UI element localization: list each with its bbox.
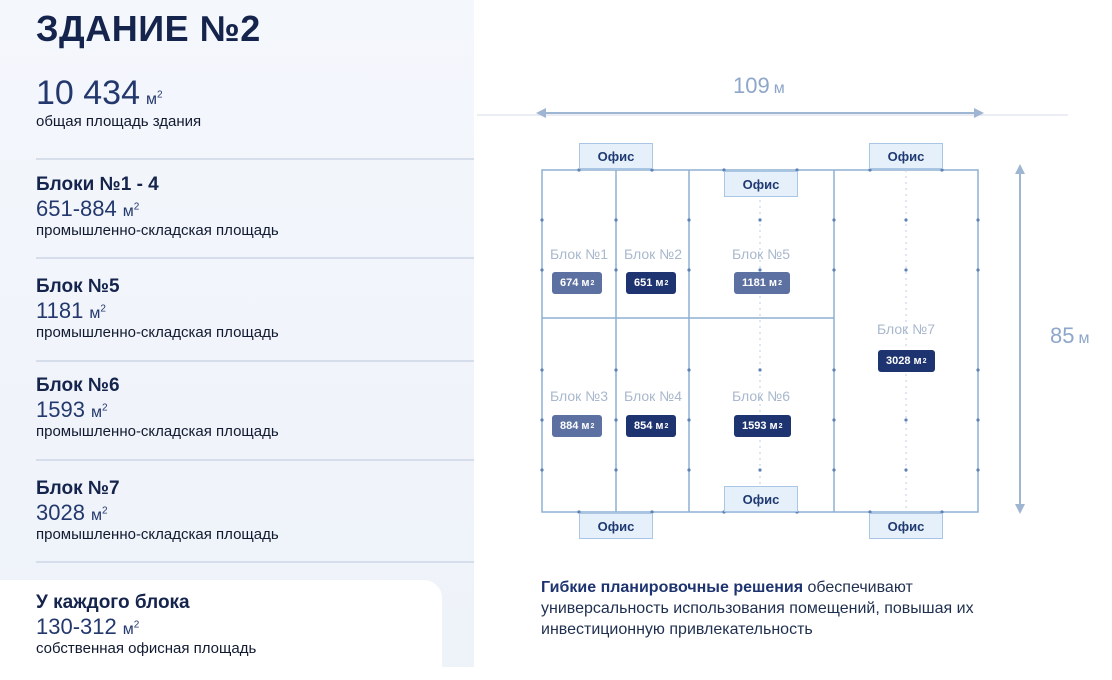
section-desc: промышленно-складская площадь xyxy=(36,526,279,543)
total-area-desc: общая площадь здания xyxy=(36,113,202,130)
section-title: Блок №6 xyxy=(36,375,120,396)
office-box: Офис xyxy=(724,486,798,512)
office-box: Офис xyxy=(724,171,798,197)
section-value: 3028 xyxy=(36,500,85,525)
section-desc: промышленно-складская площадь xyxy=(36,324,279,341)
section-desc: промышленно-складская площадь xyxy=(36,222,279,239)
section-value: 1181 xyxy=(36,298,84,323)
section-unit: м xyxy=(90,507,102,524)
section-value: 1593 xyxy=(36,397,85,422)
divider xyxy=(36,561,474,563)
office-box: Офис xyxy=(869,513,943,539)
caption-text: Гибкие планировочные решения обеспечиваю… xyxy=(541,577,1021,640)
section-unit: м xyxy=(122,621,134,638)
section-desc: промышленно-складская площадь xyxy=(36,423,279,440)
total-area-unit: м xyxy=(146,91,157,108)
office-box: Офис xyxy=(579,143,653,169)
page-title: ЗДАНИЕ №2 xyxy=(36,8,261,49)
arrow-horizontal-icon xyxy=(536,108,984,118)
divider xyxy=(36,459,474,461)
divider xyxy=(36,257,474,259)
block-name: Блок №4 xyxy=(624,388,682,404)
section-unit: м xyxy=(89,305,101,322)
section-unit: м xyxy=(90,404,102,421)
total-area-value: 10 434 xyxy=(36,74,140,112)
block-name: Блок №2 xyxy=(624,246,682,262)
section-value: 651-884 xyxy=(36,196,117,221)
section-value: 130-312 xyxy=(36,614,117,639)
divider xyxy=(36,158,474,160)
block-name: Блок №1 xyxy=(550,246,608,262)
office-box: Офис xyxy=(579,513,653,539)
block-name: Блок №5 xyxy=(732,246,790,262)
section-title: Блок №7 xyxy=(36,478,120,499)
section-desc: собственная офисная площадь xyxy=(36,640,257,657)
section-title: У каждого блока xyxy=(36,592,190,613)
caption-bold: Гибкие планировочные решения xyxy=(541,579,804,596)
section-unit: м xyxy=(122,203,134,220)
section-title: Блок №5 xyxy=(36,276,120,297)
arrow-vertical-icon xyxy=(1015,164,1025,514)
block-name: Блок №3 xyxy=(550,388,608,404)
divider xyxy=(36,360,474,362)
office-box: Офис xyxy=(869,143,943,169)
caption-rest: обеспечивают универсальность использован… xyxy=(541,579,974,638)
block-name: Блок №7 xyxy=(877,321,935,337)
block-name: Блок №6 xyxy=(732,388,790,404)
section-title: Блоки №1 - 4 xyxy=(36,174,159,195)
